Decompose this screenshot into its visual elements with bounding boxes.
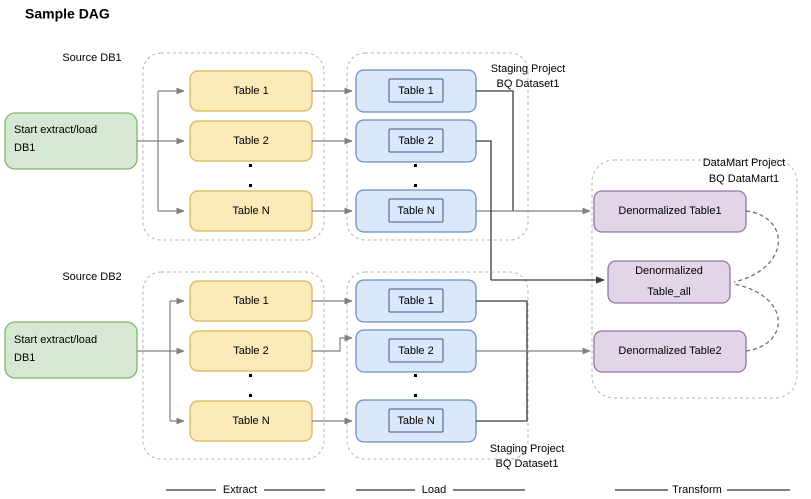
load-table-db1-2-inner xyxy=(388,198,444,223)
denormalized-table-all-label-line1: Denormalized xyxy=(635,265,703,277)
extract-container-db1 xyxy=(142,52,325,241)
ellipsis-dot xyxy=(414,184,417,187)
extract-table-db2-0-label: Table 1 xyxy=(233,295,268,307)
staging-label-db2-line2: BQ Dataset1 xyxy=(496,458,559,470)
start-node-db2-label-line1: Start extract/load xyxy=(14,334,97,346)
load-table-db2-1-label: Table 2 xyxy=(398,345,433,357)
phase-label-transform: Transform xyxy=(672,484,722,496)
start-node-db1-label-line1: Start extract/load xyxy=(14,124,97,136)
load-table-db1-1-inner xyxy=(388,128,444,153)
load-table-db1-1-label: Table 2 xyxy=(398,135,433,147)
load-container-db1 xyxy=(346,52,529,241)
load-table-db2-0-inner xyxy=(388,288,444,313)
page-title: Sample DAG xyxy=(25,6,110,22)
extract-table-db2-1-label: Table 2 xyxy=(233,345,268,357)
ellipsis-dot xyxy=(249,394,252,397)
start-node-db2-label-line2: DB1 xyxy=(14,352,35,364)
datamart-label-line2: BQ DataMart1 xyxy=(709,173,779,185)
load-table-db2-2-label: Table N xyxy=(397,415,434,427)
start-node-db2[interactable] xyxy=(4,321,138,379)
phase-label-load: Load xyxy=(422,484,446,496)
staging-label-db1-line1: Staging Project xyxy=(491,63,566,75)
ellipsis-dot xyxy=(249,164,252,167)
group-label-db2: Source DB2 xyxy=(62,271,121,283)
extract-table-db1-1-label: Table 2 xyxy=(233,135,268,147)
load-table-db1-0-inner xyxy=(388,78,444,103)
datamart-container xyxy=(591,159,798,399)
ellipsis-dot xyxy=(249,374,252,377)
denormalized-table-all-node[interactable] xyxy=(607,260,731,304)
datamart-label-line1: DataMart Project xyxy=(703,157,786,169)
denormalized-table2-node[interactable] xyxy=(593,330,747,373)
denormalized-table2-label: Denormalized Table2 xyxy=(618,345,721,357)
ellipsis-dot xyxy=(414,374,417,377)
load-table-db1-0-label: Table 1 xyxy=(398,85,433,97)
denormalized-table-all-label-line2: Table_all xyxy=(647,286,690,298)
ellipsis-dot xyxy=(414,164,417,167)
staging-label-db2-line1: Staging Project xyxy=(490,443,565,455)
load-table-db1-2-label: Table N xyxy=(397,205,434,217)
ellipsis-dot xyxy=(249,184,252,187)
load-table-db2-1-inner xyxy=(388,338,444,363)
group-label-db1: Source DB1 xyxy=(62,52,121,64)
staging-label-db1-line2: BQ Dataset1 xyxy=(497,78,560,90)
ellipsis-dot xyxy=(414,394,417,397)
extract-container-db2 xyxy=(142,271,325,460)
load-table-db2-2-inner xyxy=(388,408,444,433)
extract-table-db2-2-label: Table N xyxy=(232,415,269,427)
load-container-db2 xyxy=(346,271,529,460)
load-table-db2-0-label: Table 1 xyxy=(398,295,433,307)
extract-table-db1-2-label: Table N xyxy=(232,205,269,217)
denormalized-table1-label: Denormalized Table1 xyxy=(618,205,721,217)
extract-table-db1-0-label: Table 1 xyxy=(233,85,268,97)
phase-label-extract: Extract xyxy=(223,484,257,496)
start-node-db1-label-line2: DB1 xyxy=(14,142,35,154)
